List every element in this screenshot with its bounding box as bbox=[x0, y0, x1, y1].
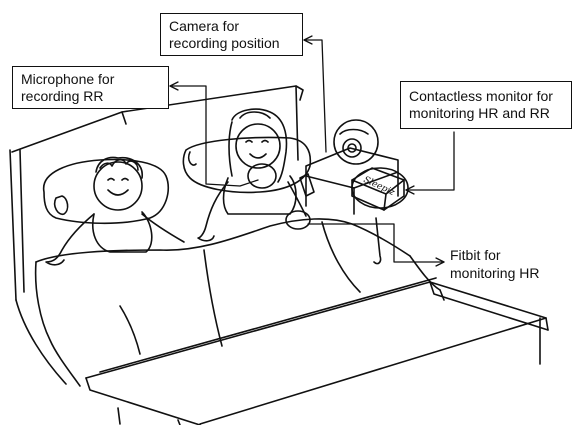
leader-lines bbox=[170, 36, 454, 266]
camera-label-line-1: Camera for bbox=[169, 18, 294, 35]
pillow-left bbox=[44, 160, 169, 224]
microphone-label-line-2: recording RR bbox=[21, 88, 160, 105]
camera-label-line-2: recording position bbox=[169, 35, 294, 52]
contactless-label-line-1: Contactless monitor for bbox=[409, 88, 563, 105]
contactless-label-line-2: monitoring HR and RR bbox=[409, 105, 563, 122]
bed-frame bbox=[16, 290, 540, 425]
fitbit-label: Fitbit for monitoring HR bbox=[450, 246, 539, 282]
camera-label-box: Camera for recording position bbox=[160, 13, 303, 56]
camera-device bbox=[334, 120, 378, 164]
fitbit-label-line-1: Fitbit for bbox=[450, 246, 539, 264]
contactless-monitor-label-box: Contactless monitor for monitoring HR an… bbox=[400, 81, 572, 129]
headboard bbox=[10, 86, 303, 300]
fitbit-label-line-2: monitoring HR bbox=[450, 264, 539, 282]
footboard bbox=[86, 278, 548, 425]
microphone-label-line-1: Microphone for bbox=[21, 71, 160, 88]
microphone-label-box: Microphone for recording RR bbox=[12, 66, 169, 109]
